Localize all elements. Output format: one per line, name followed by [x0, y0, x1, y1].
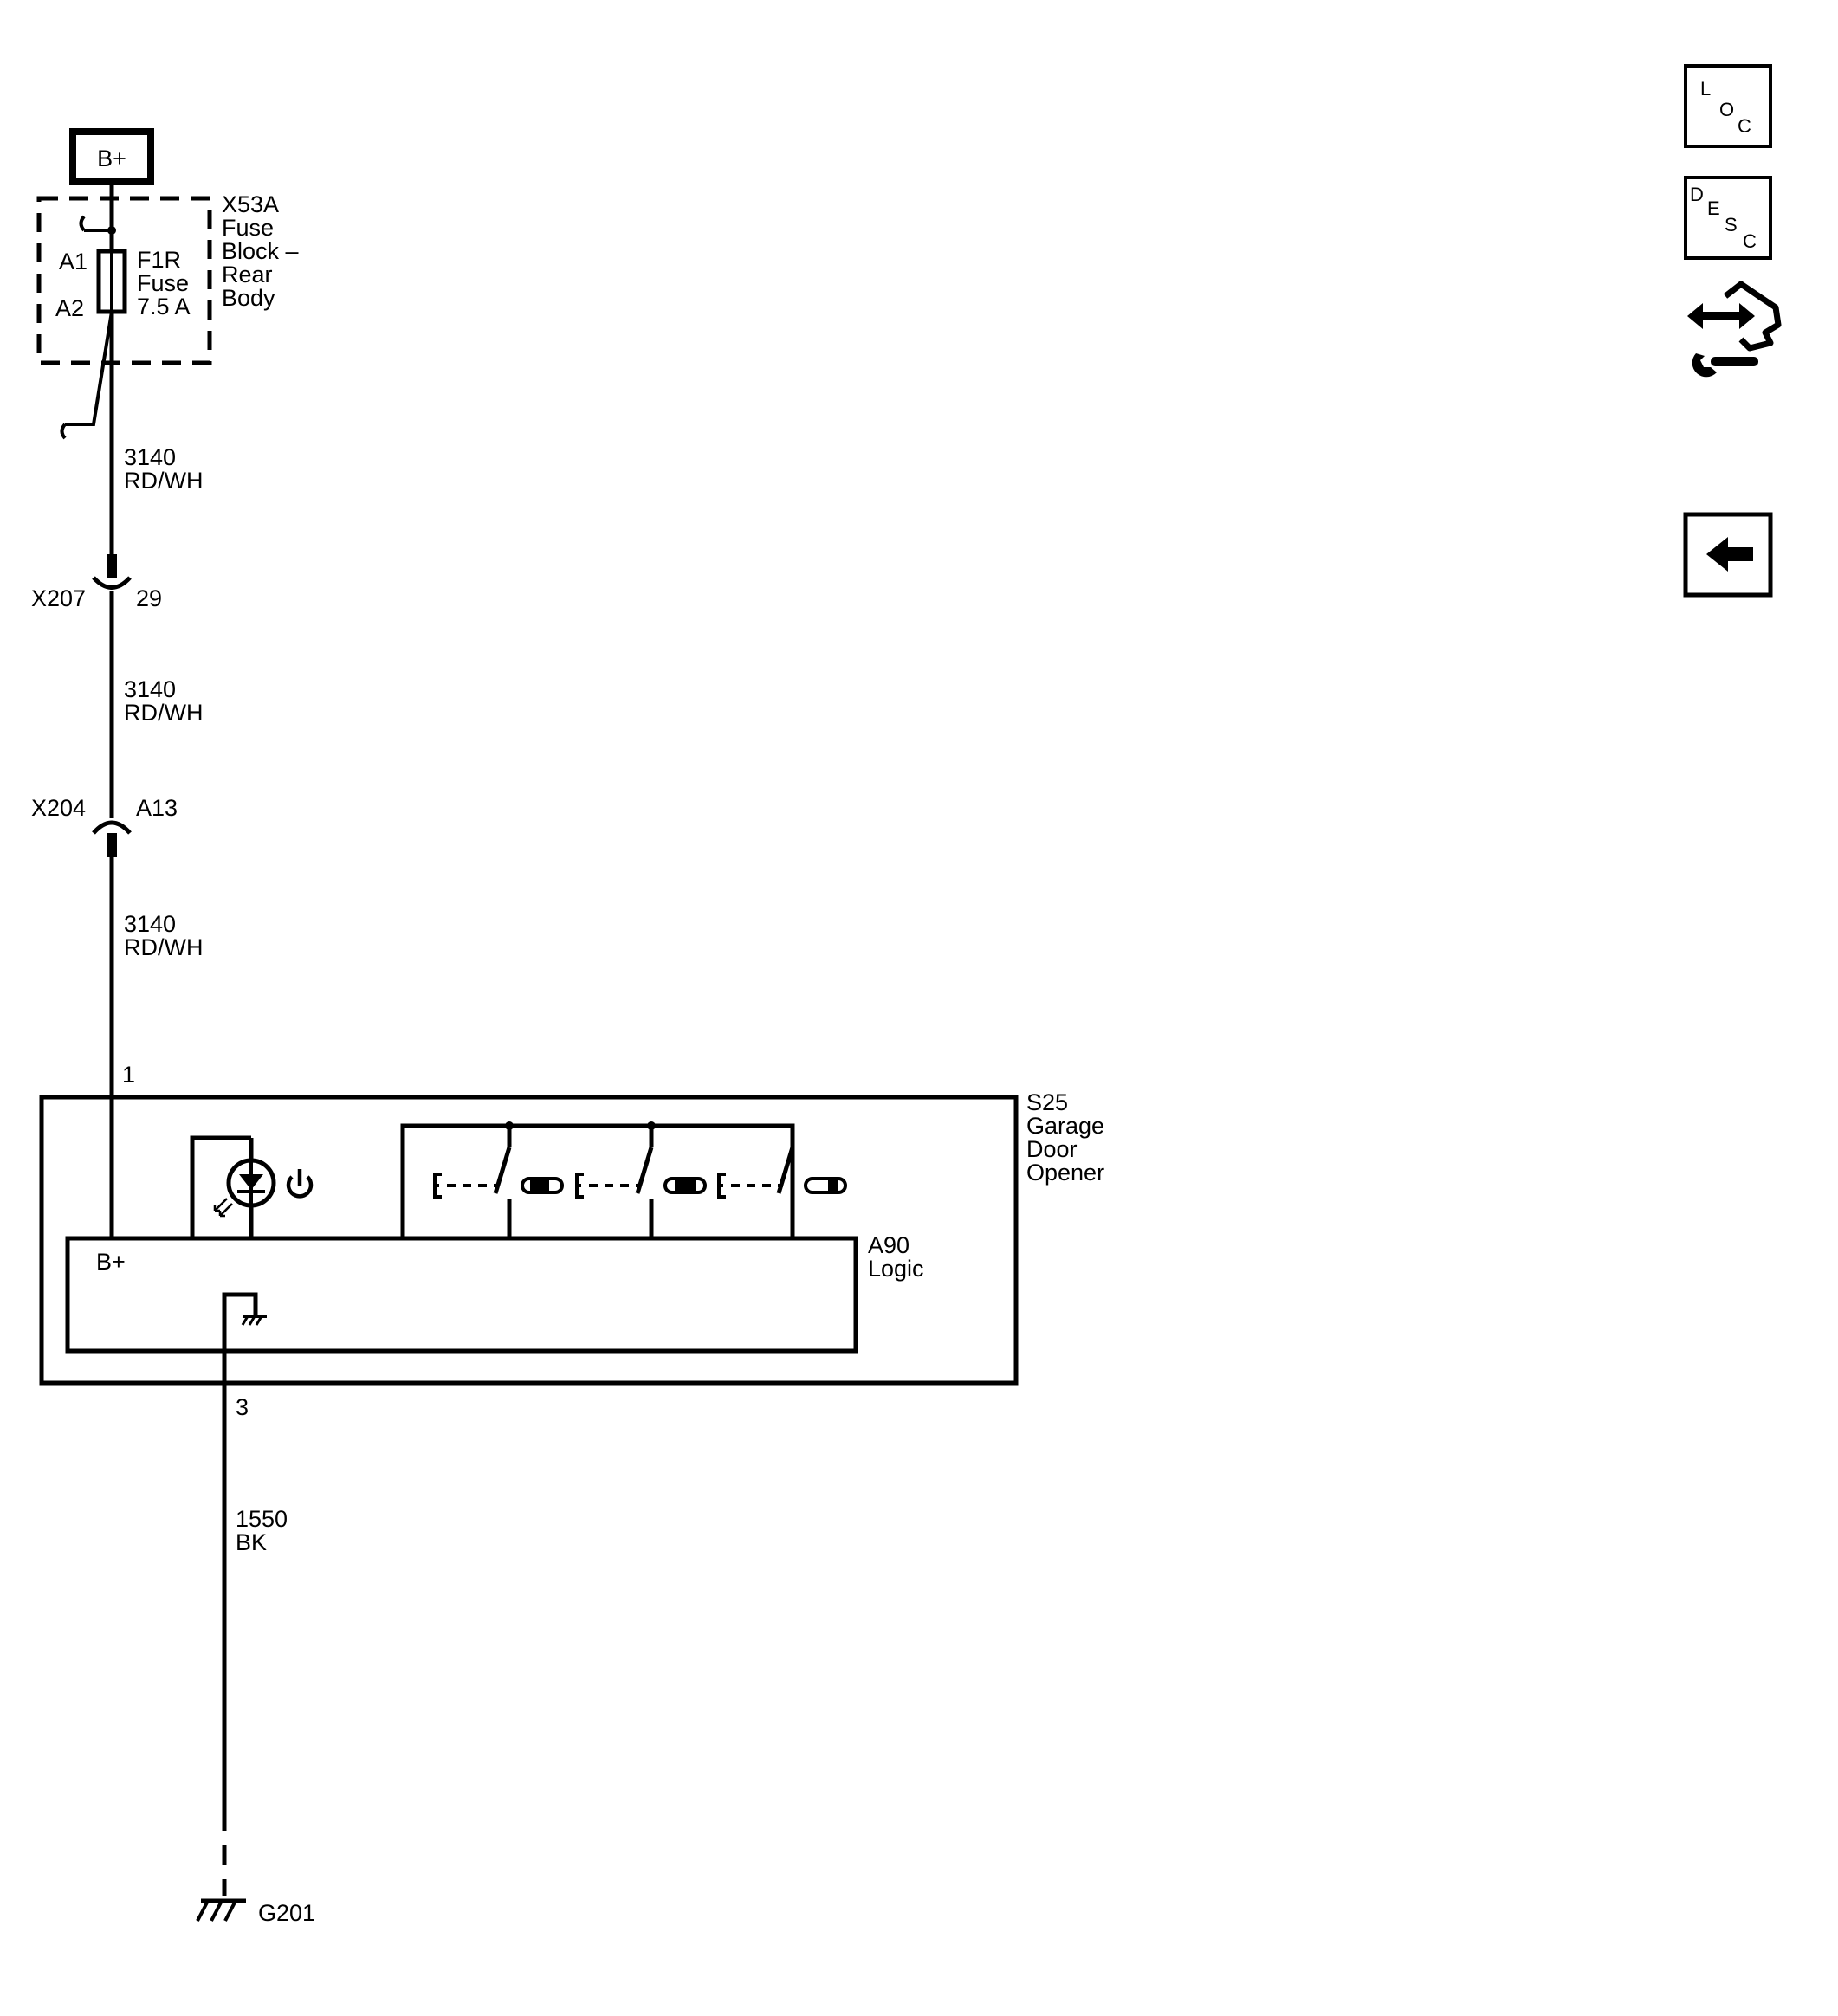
fuse-block-name: X53A Fuse Block – Rear Body [222, 191, 305, 311]
fuse-block: X53A Fuse Block – Rear Body A1 A2 F1R Fu… [36, 191, 305, 440]
wire-segment-3-label: 3140 RD/WH [124, 911, 203, 960]
garage-door-opener: S25 Garage Door Opener [39, 1089, 1111, 1386]
power-source-label: B+ [97, 145, 126, 171]
logic-supply-label: B+ [96, 1249, 126, 1275]
led-indicator [190, 1135, 276, 1238]
location-button[interactable]: L O C [1684, 64, 1772, 148]
location-icon: L O C [1700, 78, 1751, 137]
svg-text:S: S [1725, 214, 1738, 236]
fuse-pin-in: A1 [59, 249, 87, 275]
chassis-ground-icon [241, 1315, 267, 1326]
description-icon: D E S C [1690, 184, 1757, 252]
ground-g201: G201 [196, 1898, 315, 1926]
ground-name: G201 [258, 1900, 315, 1926]
svg-text:D: D [1690, 184, 1704, 205]
connector-x204-pin: A13 [136, 795, 178, 821]
fuse-label: F1R Fuse 7.5 A [137, 247, 196, 320]
button-switch-1 [433, 1121, 564, 1238]
battery-positive-source: B+ [69, 128, 154, 185]
connector-view-button[interactable] [1680, 279, 1782, 381]
svg-text:E: E [1707, 197, 1720, 219]
svg-text:C: C [1738, 115, 1751, 137]
svg-text:L: L [1700, 78, 1711, 100]
device-power-pin: 1 [122, 1062, 135, 1088]
device-ground-pin: 3 [236, 1394, 249, 1420]
svg-text:C: C [1743, 230, 1757, 252]
button-switch-3 [717, 1147, 847, 1238]
connector-x207: X207 29 [31, 554, 162, 611]
connector-hand-wrench-icon [1687, 281, 1782, 378]
fuse-pin-out: A2 [55, 295, 84, 321]
ground-wire-label: 1550 BK [236, 1506, 294, 1555]
description-button[interactable]: D E S C [1684, 176, 1772, 260]
back-button[interactable] [1683, 512, 1773, 598]
connector-x207-name: X207 [31, 585, 86, 611]
wire-segment-2-label: 3140 RD/WH [124, 676, 203, 726]
svg-text:O: O [1719, 99, 1734, 120]
connector-x204-name: X204 [31, 795, 86, 821]
connector-x204: X204 A13 [31, 795, 178, 857]
logic-module: B+ A90 Logic [65, 1232, 924, 1354]
logic-name: A90 Logic [868, 1232, 924, 1282]
connector-x207-pin: 29 [136, 585, 162, 611]
back-arrow-icon [1706, 537, 1753, 572]
button-switch-2 [575, 1121, 707, 1238]
device-name: S25 Garage Door Opener [1026, 1089, 1111, 1186]
power-symbol-icon [286, 1169, 314, 1199]
wire-segment-1-label: 3140 RD/WH [124, 444, 203, 494]
fuse-icon [96, 249, 127, 314]
